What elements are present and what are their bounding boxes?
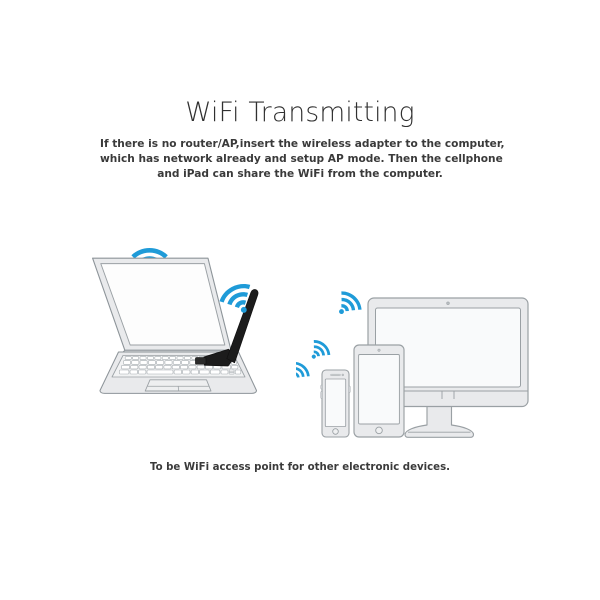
wifi-signal-adapter-icon	[219, 283, 251, 313]
tablet-home-button	[375, 426, 383, 435]
laptop-screen	[100, 263, 226, 346]
laptop-scene	[78, 238, 278, 433]
phone-speaker	[330, 373, 341, 376]
laptop-keyboard-well	[111, 355, 246, 378]
laptop-hinge	[122, 348, 235, 353]
page-title: WiFi Transmitting	[185, 97, 415, 128]
wifi-signal-monitor-icon	[339, 291, 362, 315]
description-line-1: If there is no router/AP,insert the wire…	[100, 137, 505, 150]
client-devices-scene	[296, 282, 536, 452]
usb-wifi-adapter	[195, 289, 259, 367]
description-line-2: which has network already and setup AP m…	[100, 152, 503, 165]
tablet-body	[353, 344, 405, 438]
text-block: WiFi Transmitting If there is no router/…	[0, 98, 600, 182]
wifi-signal-top-icon	[131, 248, 168, 278]
wifi-signal-tablet-icon	[311, 340, 331, 359]
phone-front-camera-icon	[341, 373, 344, 377]
description-line-3: and iPad can share the WiFi from the com…	[157, 168, 443, 181]
tablet-screen	[358, 354, 400, 425]
monitor-base	[404, 405, 475, 438]
smartphone	[320, 369, 351, 438]
description-paragraph: If there is no router/AP,insert the wire…	[100, 137, 505, 183]
phone-body	[321, 369, 350, 438]
adapter-antenna	[226, 289, 259, 364]
laptop-trackpad	[144, 379, 212, 392]
monitor-body	[367, 297, 529, 408]
wifi-signal-phone-icon	[296, 361, 310, 378]
laptop-lid	[92, 257, 232, 351]
tablet	[353, 344, 405, 438]
desktop-monitor	[367, 297, 529, 438]
footer-caption: To be WiFi access point for other electr…	[150, 462, 450, 473]
phone-home-button	[332, 428, 339, 435]
laptop-keys	[118, 356, 242, 375]
monitor-camera-icon	[446, 301, 450, 305]
monitor-screen	[375, 307, 521, 388]
tablet-camera-icon	[377, 348, 381, 352]
laptop-base	[99, 351, 258, 394]
phone-screen	[324, 378, 347, 427]
